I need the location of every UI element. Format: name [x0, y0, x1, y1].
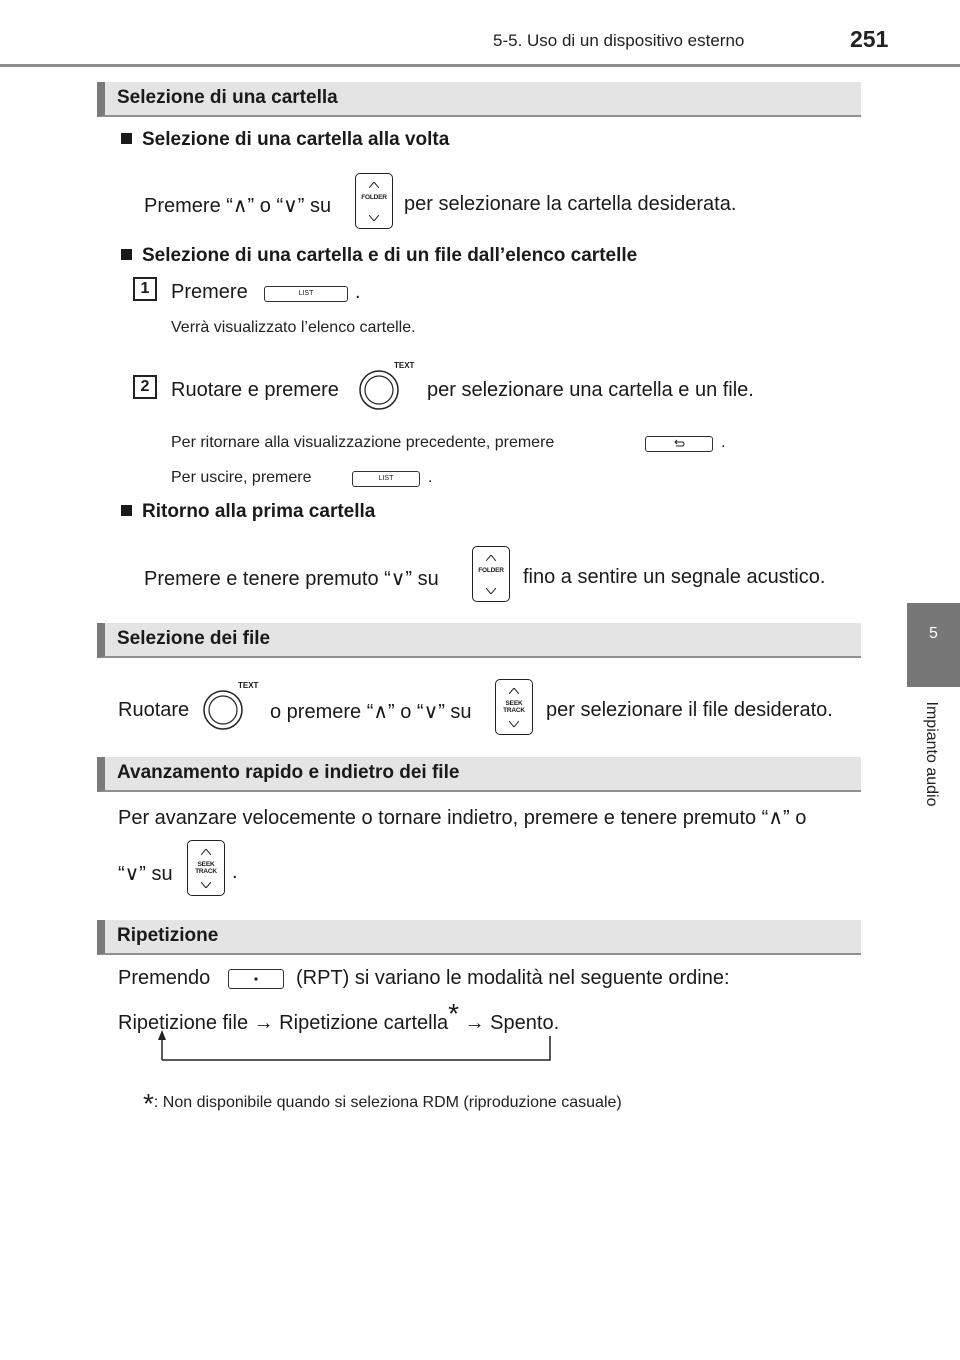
track-label: TRACK: [195, 868, 217, 875]
chevron-down-icon: [369, 215, 379, 221]
knob-text-label: TEXT: [238, 681, 259, 690]
rpt-button-icon: [228, 969, 284, 989]
chevron-down-icon: [201, 882, 211, 888]
files-text-b: o premere “∧” o “∨” su: [270, 701, 472, 723]
repeat-line1-b: (RPT) si variano le modalità nel seguent…: [296, 967, 730, 989]
list-button-icon: LIST: [264, 286, 348, 302]
fast-line2-a: “∨” su: [118, 863, 173, 885]
knob-text-label: TEXT: [394, 361, 415, 370]
tune-knob-icon: TEXT: [202, 681, 258, 731]
footnote-star: *: [143, 1088, 154, 1119]
repeat-sequence-a: Ripetizione file → Ripetizione cartella: [118, 1012, 449, 1034]
bullet-title: Selezione di una cartella e di un file d…: [142, 245, 638, 266]
step1-text-b: .: [355, 281, 361, 303]
bullet-first-folder: Ritorno alla prima cartella: [121, 501, 375, 523]
bullet-folder-single: Selezione di una cartella alla volta: [121, 129, 449, 151]
chevron-up-icon: [201, 849, 211, 855]
section-heading-folder: Selezione di una cartella: [97, 82, 861, 117]
list-button-icon: LIST: [352, 471, 420, 487]
chapter-tab[interactable]: 5: [907, 603, 960, 687]
step2-text-b: per selezionare una cartella e un file.: [427, 379, 754, 401]
tune-knob-icon: TEXT: [358, 361, 414, 411]
cycle-loop-arrow-icon: [158, 1030, 551, 1061]
exit-note-b: .: [428, 469, 433, 486]
chapter-number: 5: [929, 625, 938, 642]
repeat-star: *: [448, 998, 460, 1029]
exit-note-a: Per uscire, premere: [171, 469, 312, 486]
folder-button-label: FOLDER: [361, 194, 387, 201]
knob-icon: [359, 370, 399, 410]
files-text-a: Ruotare: [118, 699, 190, 721]
folder-button-icon: FOLDER: [355, 173, 393, 229]
chevron-up-icon: [369, 182, 379, 188]
folder-single-text-a: Premere “∧” o “∨” su: [144, 195, 332, 217]
bullet-square-icon: [121, 249, 132, 260]
seek-label: SEEK: [197, 861, 215, 868]
footnote: *: Non disponibile quando si seleziona R…: [143, 1082, 622, 1119]
return-arrow-icon: [674, 439, 685, 447]
repeat-line2: Ripetizione file → Ripetizione cartella*…: [118, 998, 560, 1036]
seek-label: SEEK: [505, 700, 523, 707]
repeat-line1-a: Premendo: [118, 967, 211, 989]
back-button-icon: [645, 436, 713, 452]
chapter-label-text: Impianto audio: [923, 701, 940, 807]
folder-button-icon: FOLDER: [472, 546, 510, 602]
fast-line2-b: .: [232, 861, 238, 883]
chevron-down-icon: [486, 588, 496, 594]
chapter-label: Impianto audio: [918, 693, 944, 823]
step-number-2: 2: [133, 375, 157, 399]
section-heading-repeat: Ripetizione: [97, 920, 861, 955]
step1-text-a: Premere: [171, 281, 248, 303]
step1-note: Verrà visualizzato l’elenco cartelle.: [171, 319, 416, 336]
files-text-c: per selezionare il file desiderato.: [546, 699, 833, 721]
step2-text-a: Ruotare e premere: [171, 379, 339, 401]
bullet-title: Selezione di una cartella alla volta: [142, 129, 450, 150]
section-heading-files: Selezione dei file: [97, 623, 861, 658]
track-label: TRACK: [503, 707, 525, 714]
first-folder-text-b: fino a sentire un segnale acustico.: [523, 566, 826, 588]
section-heading-fast: Avanzamento rapido e indietro dei file: [97, 757, 861, 792]
step-number-1: 1: [133, 277, 157, 301]
bullet-folder-list: Selezione di una cartella e di un file d…: [121, 245, 637, 267]
chevron-up-icon: [509, 688, 519, 694]
first-folder-text-a: Premere e tenere premuto “∨” su: [144, 568, 439, 590]
folder-single-text-b: per selezionare la cartella desiderata.: [404, 193, 737, 215]
knob-icon: [203, 690, 243, 730]
header-divider: [0, 64, 960, 67]
bullet-square-icon: [121, 505, 132, 516]
back-note-b: .: [721, 434, 726, 451]
fast-line1: Per avanzare velocemente o tornare indie…: [118, 807, 807, 829]
chevron-up-icon: [486, 555, 496, 561]
section-breadcrumb: 5-5. Uso di un dispositivo esterno: [493, 31, 745, 50]
dot-icon: [254, 977, 258, 981]
footnote-text: : Non disponibile quando si seleziona RD…: [153, 1094, 622, 1111]
repeat-sequence-b: → Spento.: [459, 1012, 560, 1034]
chevron-down-icon: [509, 721, 519, 727]
folder-button-label: FOLDER: [478, 567, 504, 574]
page-number: 251: [850, 26, 889, 52]
back-note-a: Per ritornare alla visualizzazione prece…: [171, 434, 555, 451]
bullet-square-icon: [121, 133, 132, 144]
bullet-title: Ritorno alla prima cartella: [142, 501, 376, 522]
